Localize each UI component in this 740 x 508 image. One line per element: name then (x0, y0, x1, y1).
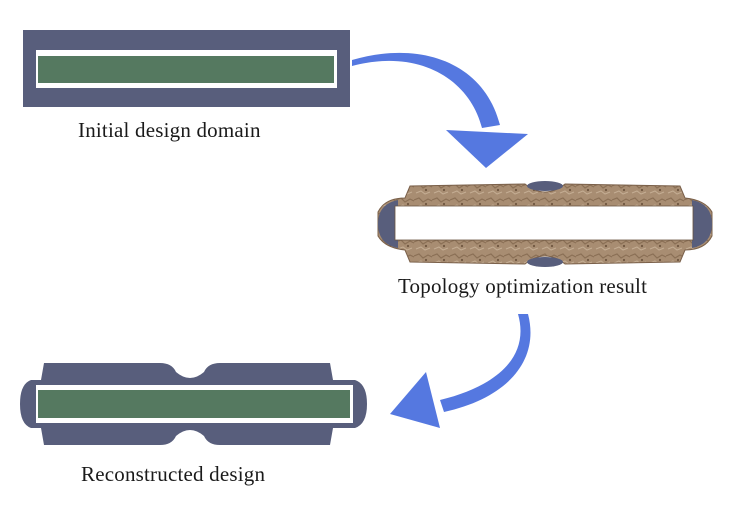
reconstructed-core (38, 390, 350, 418)
caption-topology-optimization-result: Topology optimization result (398, 274, 648, 298)
optimized-void (394, 205, 694, 241)
arrow-to-topology-icon (352, 52, 528, 168)
initial-design-domain (23, 30, 350, 107)
top-node (527, 181, 563, 191)
bottom-node (527, 257, 563, 267)
bottom-notch (180, 434, 200, 446)
initial-core (38, 56, 334, 83)
caption-initial-design-domain: Initial design domain (78, 118, 261, 142)
caption-reconstructed-design: Reconstructed design (81, 462, 266, 486)
right-cap (692, 200, 712, 248)
arrow-to-reconstructed-icon (390, 314, 531, 428)
topology-optimization-result (377, 181, 713, 267)
top-notch (180, 362, 200, 374)
reconstructed-design (20, 362, 367, 446)
left-cap (378, 200, 398, 248)
